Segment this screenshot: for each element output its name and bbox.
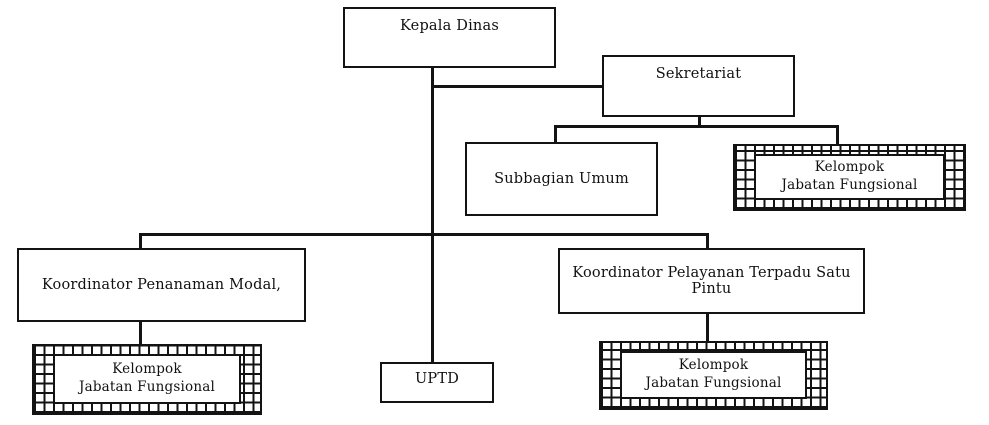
connector-kepala-vertical [431, 68, 434, 362]
node-label-line1: Kelompok [112, 361, 182, 378]
connector-sekretariat-children [554, 125, 839, 128]
node-label-line1: Kelompok [678, 357, 749, 374]
connector-drop-kelompok-right [706, 314, 709, 342]
hatched-inner-box: Kelompok Jabatan Fungsional [53, 354, 241, 404]
node-label: Sekretariat [655, 66, 742, 82]
node-koordinator-penanaman-modal: Koordinator Penanaman Modal, [17, 248, 306, 322]
node-label-line2: Jabatan Fungsional [781, 177, 918, 193]
node-koordinator-pelayanan-terpadu: Koordinator Pelayanan Terpadu Satu Pintu [558, 248, 865, 314]
node-sekretariat: Sekretariat [602, 55, 795, 117]
node-label-line2: Jabatan Fungsional [78, 379, 216, 395]
node-label: UPTD [414, 371, 460, 387]
node-label: Koordinator Pelayanan Terpadu Satu Pintu [572, 265, 851, 297]
connector-drop-kelompok-top [836, 125, 839, 145]
hatched-inner-box: Kelompok Jabatan Fungsional [620, 351, 807, 399]
node-label: Koordinator Penanaman Modal, [41, 277, 282, 293]
node-kepala-dinas: Kepala Dinas [343, 7, 556, 68]
connector-drop-kelompok-left [139, 321, 142, 345]
node-kelompok-jabatan-fungsional-left: Kelompok Jabatan Fungsional [32, 344, 262, 415]
connector-koordinator-row [139, 233, 709, 236]
connector-kepala-sekretariat [431, 85, 603, 88]
node-kelompok-jabatan-fungsional-right: Kelompok Jabatan Fungsional [599, 341, 828, 410]
node-label-line1: Kelompok [814, 159, 885, 176]
connector-drop-subbagian [554, 125, 557, 143]
node-kelompok-jabatan-fungsional-top: Kelompok Jabatan Fungsional [733, 144, 966, 211]
node-label-line2: Jabatan Fungsional [645, 375, 782, 391]
node-uptd: UPTD [380, 362, 494, 403]
hatched-inner-box: Kelompok Jabatan Fungsional [754, 154, 945, 200]
node-subbagian-umum: Subbagian Umum [465, 142, 658, 216]
connector-drop-koordinator-right [706, 233, 709, 249]
connector-sekretariat-stub [698, 116, 701, 128]
node-label: Kepala Dinas [400, 18, 499, 34]
node-label: Subbagian Umum [494, 171, 629, 187]
connector-drop-koordinator-left [139, 233, 142, 249]
